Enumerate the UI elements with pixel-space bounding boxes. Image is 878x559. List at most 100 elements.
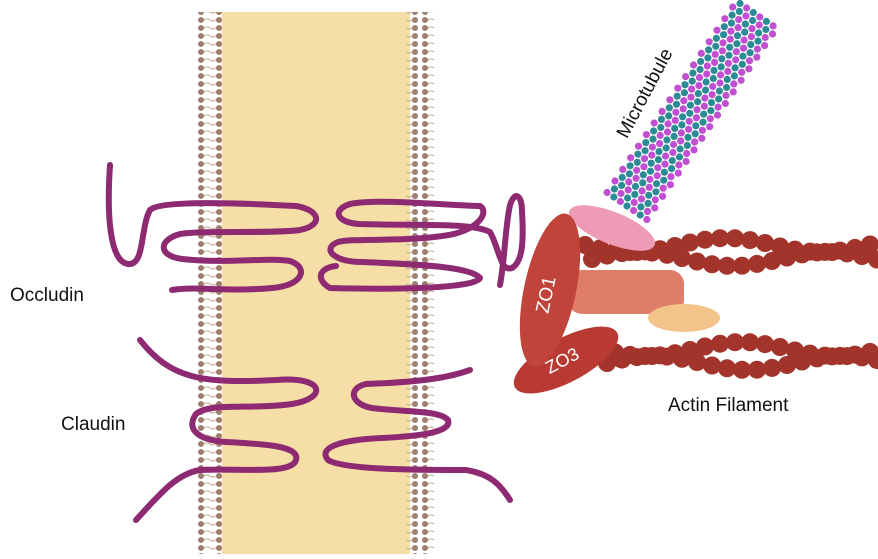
- tubulin-bead: [709, 91, 716, 98]
- tubulin-bead: [625, 186, 632, 193]
- tubulin-bead: [734, 32, 741, 39]
- membrane-region: [194, 12, 434, 554]
- tubulin-bead: [680, 97, 687, 104]
- tubulin-bead: [637, 203, 644, 210]
- tubulin-bead: [750, 9, 757, 16]
- tubulin-bead: [665, 112, 672, 119]
- tubulin-bead: [639, 179, 646, 186]
- tubulin-bead: [638, 195, 645, 202]
- tubulin-bead: [699, 119, 706, 126]
- tubulin-bead: [690, 146, 697, 153]
- tubulin-bead: [677, 145, 684, 152]
- tubulin-bead: [715, 95, 722, 102]
- tubulin-bead: [694, 98, 701, 105]
- tubulin-bead: [648, 152, 655, 159]
- tubulin-bead: [708, 99, 715, 106]
- tubulin-bead: [721, 15, 728, 22]
- tubulin-bead: [624, 194, 631, 201]
- tubulin-bead: [747, 49, 754, 56]
- tubulin-bead: [718, 55, 725, 62]
- tubulin-bead: [753, 54, 760, 61]
- tubulin-bead: [714, 112, 721, 119]
- tubulin-bead: [678, 121, 685, 128]
- tubulin-bead: [747, 41, 754, 48]
- tubulin-bead: [659, 108, 666, 115]
- tubulin-bead: [701, 95, 708, 102]
- tubulin-bead: [674, 85, 681, 92]
- tubulin-bead: [655, 148, 662, 155]
- tubulin-bead: [710, 67, 717, 74]
- tubulin-bead: [661, 169, 668, 176]
- tubulin-bead: [672, 109, 679, 116]
- actin-bead: [703, 357, 721, 375]
- tubulin-bead: [669, 149, 676, 156]
- tubulin-bead: [657, 132, 664, 139]
- tubulin-bead: [748, 25, 755, 32]
- tubulin-bead: [749, 17, 756, 24]
- tubulin-bead: [707, 115, 714, 122]
- actin-bead: [763, 359, 781, 377]
- tubulin-bead: [693, 114, 700, 121]
- tubulin-bead: [642, 147, 649, 154]
- tubulin-bead: [645, 192, 652, 199]
- actin-filament-label: Actin Filament: [668, 395, 789, 416]
- tubulin-bead: [701, 103, 708, 110]
- tubulin-bead: [659, 193, 666, 200]
- tubulin-bead: [645, 200, 652, 207]
- tubulin-bead: [725, 52, 732, 59]
- tubulin-bead: [647, 168, 654, 175]
- tubulin-bead: [654, 172, 661, 179]
- tubulin-bead: [726, 44, 733, 51]
- tubulin-bead: [637, 211, 644, 218]
- tubulin-bead: [702, 87, 709, 94]
- tubulin-bead: [633, 175, 640, 182]
- tubulin-bead: [703, 78, 710, 85]
- tubulin-bead: [770, 22, 777, 29]
- tubulin-bead: [646, 176, 653, 183]
- tubulin-bead: [733, 48, 740, 55]
- tubulin-bead: [713, 35, 720, 42]
- tubulin-bead: [729, 12, 736, 19]
- tubulin-bead: [687, 102, 694, 109]
- tubulin-bead: [741, 28, 748, 35]
- tubulin-bead: [699, 127, 706, 134]
- tubulin-bead: [639, 187, 646, 194]
- tubulin-bead: [691, 138, 698, 145]
- tubulin-bead: [733, 40, 740, 47]
- tubulin-bead: [652, 188, 659, 195]
- tubulin-bead: [756, 13, 763, 20]
- tubulin-bead: [677, 137, 684, 144]
- tubulin-bead: [754, 38, 761, 45]
- tubulin-bead: [611, 177, 618, 184]
- tubulin-bead: [710, 75, 717, 82]
- adapter-proteins: ZO1 ZO3: [504, 196, 720, 407]
- tubulin-bead: [690, 61, 697, 68]
- tubulin-bead: [651, 204, 658, 211]
- actin-bead: [741, 231, 759, 249]
- tubulin-bead: [730, 88, 737, 95]
- peach-adapter-protein: [648, 304, 720, 332]
- tubulin-bead: [712, 51, 719, 58]
- tubulin-bead: [663, 144, 670, 151]
- tubulin-bead: [755, 29, 762, 36]
- tubulin-bead: [746, 57, 753, 64]
- tubulin-bead: [686, 118, 693, 125]
- tubulin-bead: [643, 216, 650, 223]
- tubulin-bead: [697, 66, 704, 73]
- tubulin-bead: [736, 8, 743, 15]
- tubulin-bead: [756, 21, 763, 28]
- tubulin-bead: [671, 133, 678, 140]
- tubulin-bead: [695, 82, 702, 89]
- tubulin-bead: [704, 54, 711, 61]
- tubulin-bead: [720, 31, 727, 38]
- tubulin-bead: [651, 119, 658, 126]
- tubulin-bead: [657, 124, 664, 131]
- actin-bead: [748, 255, 766, 273]
- tubulin-bead: [724, 76, 731, 83]
- tubulin-bead: [706, 123, 713, 130]
- tubulin-bead: [634, 151, 641, 158]
- tubulin-bead: [696, 74, 703, 81]
- tubulin-bead: [627, 154, 634, 161]
- tubulin-bead: [630, 207, 637, 214]
- tubulin-bead: [707, 107, 714, 114]
